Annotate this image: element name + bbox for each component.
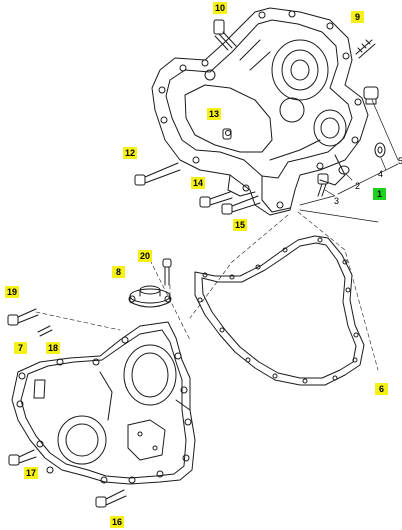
callout-12: 12 [123,147,138,159]
callout-1: 1 [373,188,386,200]
callout-14: 14 [191,177,206,189]
callout-6: 6 [375,383,388,395]
callout-7: 7 [14,342,27,354]
bolt-17 [8,449,37,466]
bolt-19 [7,308,39,326]
upper-housing [151,7,369,216]
callout-9: 9 [351,11,364,23]
callout-20: 20 [138,250,153,262]
cap-8 [128,285,172,308]
callout-2: 2 [355,181,361,191]
parts-2-5 [317,86,386,197]
bolt-15 [221,195,261,215]
gasket-6 [194,235,365,386]
dowel-18 [37,325,53,337]
dowel-13 [222,128,232,140]
callout-18: 18 [46,342,61,354]
bolt-16 [95,489,127,508]
callout-15: 15 [233,219,248,231]
bolt-12 [134,162,181,186]
callout-3: 3 [334,196,340,206]
callout-17: 17 [24,467,39,479]
alignment-lines [35,211,379,371]
callout-13: 13 [207,108,222,120]
bolt-10 [213,19,237,51]
bolt-14 [199,191,233,208]
callout-19: 19 [5,286,20,298]
callout-4: 4 [378,169,384,179]
bolt-20 [162,258,172,286]
callout-10: 10 [213,2,228,14]
stud-9 [355,39,376,59]
leader-lines-upper [299,99,399,223]
callout-5: 5 [398,156,402,166]
lower-cover-7 [11,321,196,485]
callout-8: 8 [112,266,125,278]
callout-16: 16 [110,516,125,528]
